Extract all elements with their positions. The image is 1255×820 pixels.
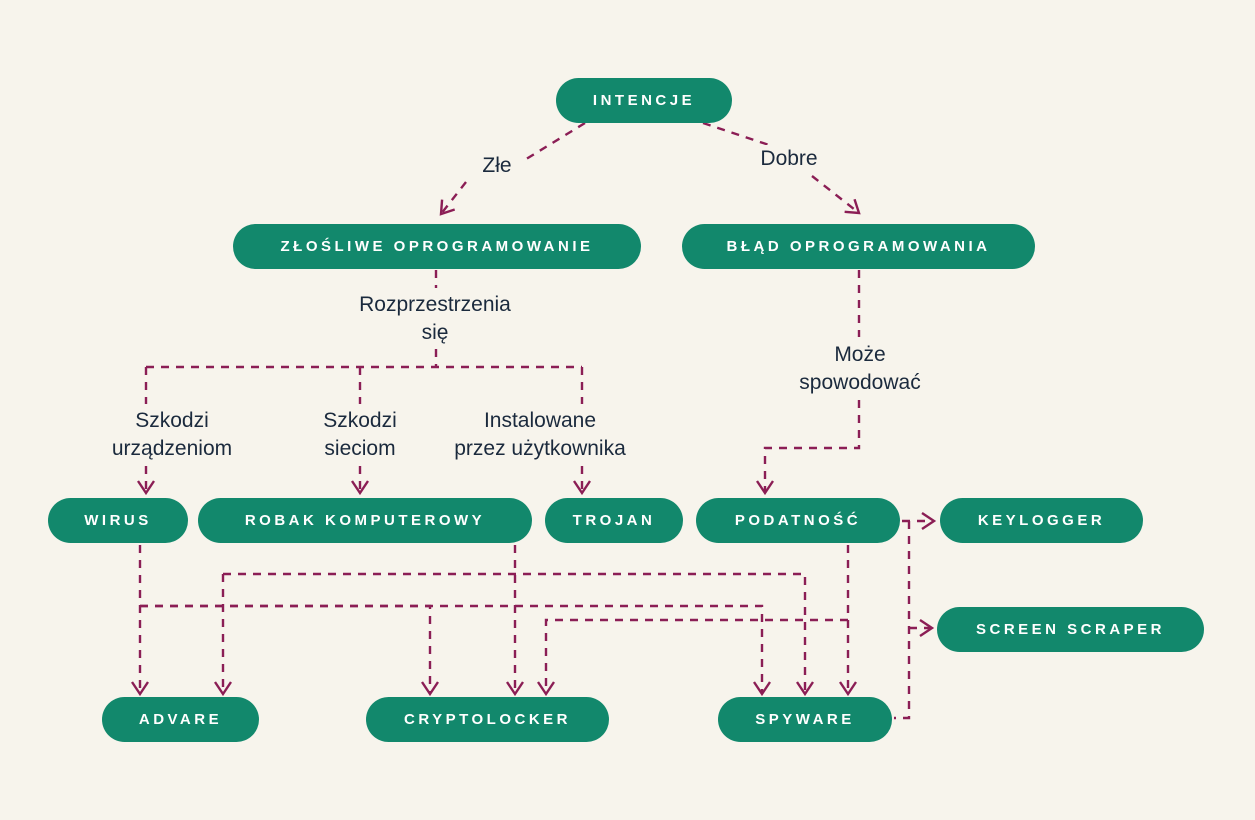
edge-label-rozprzestrzenia-sie: Rozprzestrzenia się xyxy=(354,291,516,347)
edge-label-instalowane: Instalowane przez użytkownika xyxy=(449,407,631,463)
node-zlosliwe-oprogramowanie: ZŁOŚLIWE OPROGRAMOWANIE xyxy=(233,224,641,269)
node-trojan: TROJAN xyxy=(545,498,683,543)
edge-wirusbus-cryptolocker xyxy=(140,604,439,697)
node-advare: ADVARE xyxy=(102,697,259,742)
node-spyware: SPYWARE xyxy=(718,697,892,742)
edge-blad-podatnosc xyxy=(756,400,861,496)
node-robak-komputerowy: ROBAK KOMPUTEROWY xyxy=(198,498,532,543)
edge-intencje-blad-upper xyxy=(702,121,770,147)
node-blad-oprogramowania: BŁĄD OPROGRAMOWANIA xyxy=(682,224,1035,269)
edge-rightbus-vertical xyxy=(894,521,911,720)
node-intencje: INTENCJE xyxy=(556,78,732,123)
edge-intencje-zlosliwe-upper xyxy=(522,121,586,163)
node-screen-scraper: SCREEN SCRAPER xyxy=(937,607,1204,652)
edge-podatnoscbus-cryptolocker xyxy=(537,618,848,697)
edge-label-szkodzi-urzadzeniom: Szkodzi urządzeniom xyxy=(106,407,238,463)
edge-label-dobre: Dobre xyxy=(755,145,823,173)
node-cryptolocker: CRYPTOLOCKER xyxy=(366,697,609,742)
node-wirus: WIRUS xyxy=(48,498,188,543)
edge-bus1-spyware xyxy=(223,572,814,697)
edge-intencje-zlosliwe-lower xyxy=(439,181,467,216)
edge-intencje-blad-lower xyxy=(811,175,861,215)
edge-label-moze-spowodowac: Może spowodować xyxy=(794,341,926,397)
node-keylogger: KEYLOGGER xyxy=(940,498,1143,543)
node-podatnosc: PODATNOŚĆ xyxy=(696,498,900,543)
edge-wirusbus-spyware xyxy=(140,604,771,697)
edge-label-szkodzi-sieciom: Szkodzi sieciom xyxy=(318,407,402,463)
edge-label-zle: Złe xyxy=(477,152,517,180)
